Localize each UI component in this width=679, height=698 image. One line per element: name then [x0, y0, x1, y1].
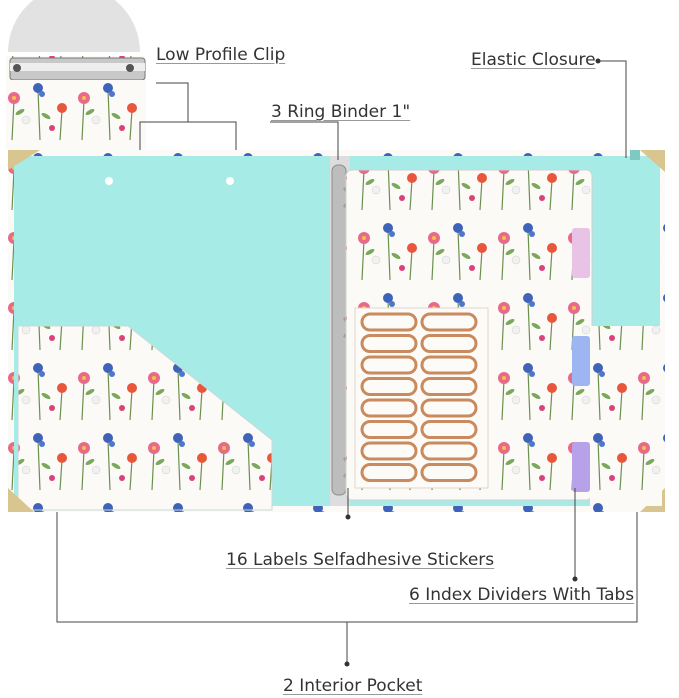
clip-icon	[6, 0, 146, 150]
sticker-label	[360, 420, 418, 439]
index-dividers-label: 6 Index Dividers With Tabs	[409, 585, 635, 605]
sticker-label	[360, 441, 418, 461]
sticker-label	[360, 463, 418, 482]
sticker-label	[360, 334, 418, 353]
sticker-label	[420, 398, 478, 418]
sticker-label	[360, 377, 418, 396]
ring-binder-label: 3 Ring Binder 1"	[271, 102, 411, 122]
elastic-closure-label: Elastic Closure	[471, 50, 596, 70]
sticker-label	[420, 377, 478, 396]
sticker-label	[420, 420, 478, 439]
sticker-label	[420, 334, 478, 353]
low-profile-clip-label: Low Profile Clip	[156, 45, 286, 65]
labels-stickers-label: 16 Labels Selfadhesive Stickers	[226, 550, 495, 570]
sticker-label	[360, 312, 418, 332]
sticker-label	[420, 463, 478, 482]
sticker-label	[360, 398, 418, 418]
sticker-label	[420, 355, 478, 375]
interior-pocket-label: 2 Interior Pocket	[283, 676, 423, 696]
sticker-label	[420, 441, 478, 461]
sticker-label	[420, 312, 478, 332]
sticker-label	[360, 355, 418, 375]
